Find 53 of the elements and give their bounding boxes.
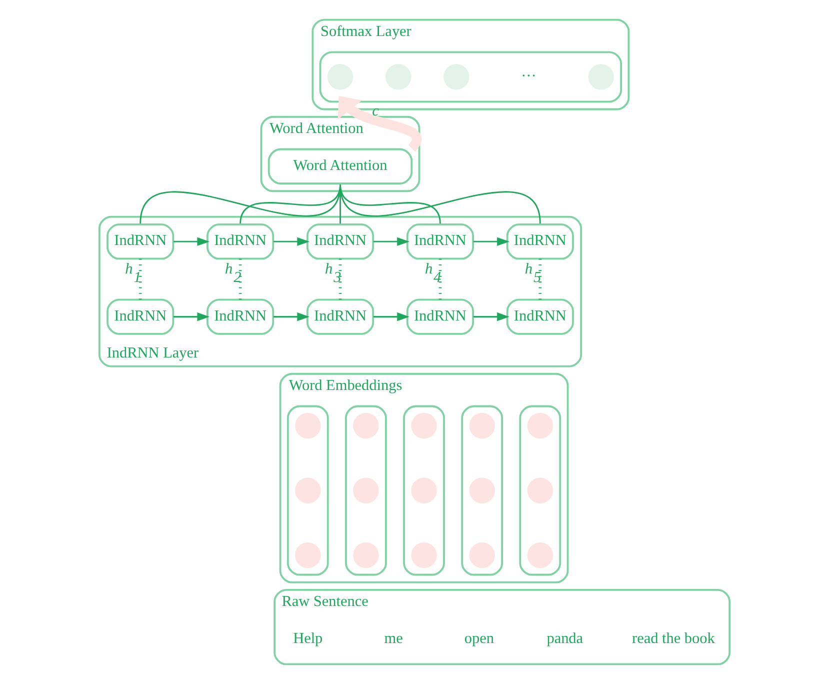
node-circle bbox=[295, 542, 321, 568]
cluster bbox=[519, 405, 562, 576]
node-circle bbox=[527, 412, 553, 439]
node-box: IndRNN bbox=[106, 223, 174, 260]
cluster bbox=[461, 405, 504, 576]
node-circle bbox=[469, 542, 495, 568]
connector bbox=[340, 184, 541, 224]
node-circle bbox=[295, 412, 321, 439]
node-circle bbox=[444, 64, 470, 90]
node-box: IndRNN bbox=[306, 298, 374, 335]
node-text: Help bbox=[293, 630, 323, 648]
node-box: IndRNN bbox=[406, 298, 474, 335]
node-box: IndRNN bbox=[206, 298, 274, 335]
node-circle bbox=[469, 412, 495, 439]
node-box: IndRNN bbox=[506, 223, 574, 260]
node-circle bbox=[353, 542, 379, 568]
node-circle bbox=[327, 64, 354, 90]
node-circle bbox=[353, 412, 379, 439]
node-box: IndRNN bbox=[506, 298, 574, 335]
cluster bbox=[286, 405, 329, 576]
node-box: Word Attention bbox=[268, 148, 413, 184]
node-text: panda bbox=[546, 630, 584, 648]
node-circle bbox=[385, 64, 412, 90]
node-text: me bbox=[384, 630, 403, 648]
node-circle bbox=[588, 64, 614, 90]
arrow bbox=[373, 312, 410, 322]
cluster bbox=[403, 405, 445, 576]
node-text: ··· bbox=[521, 68, 536, 85]
node-box: IndRNN bbox=[406, 223, 474, 260]
node-text: read the book bbox=[632, 630, 715, 648]
node-circle bbox=[527, 542, 553, 568]
node-circle bbox=[353, 478, 379, 504]
arrow bbox=[373, 237, 410, 246]
node-circle bbox=[527, 478, 553, 504]
node-text: open bbox=[464, 630, 494, 648]
node-circle bbox=[411, 412, 437, 439]
cluster bbox=[345, 405, 387, 576]
arrow bbox=[174, 312, 210, 322]
node-circle bbox=[411, 478, 437, 504]
arrow bbox=[174, 237, 210, 246]
cluster bbox=[319, 51, 622, 103]
node-box: IndRNN bbox=[106, 298, 174, 335]
node-box: IndRNN bbox=[206, 223, 274, 260]
arrow bbox=[473, 312, 510, 322]
arrow bbox=[338, 96, 422, 152]
node-circle bbox=[411, 542, 437, 568]
arrow bbox=[273, 237, 310, 246]
arrow bbox=[473, 237, 510, 246]
arrow bbox=[273, 312, 310, 322]
node-circle bbox=[295, 478, 321, 504]
cluster: Word Embeddings bbox=[279, 372, 569, 584]
node-circle bbox=[469, 478, 495, 504]
node-box: IndRNN bbox=[306, 223, 374, 260]
